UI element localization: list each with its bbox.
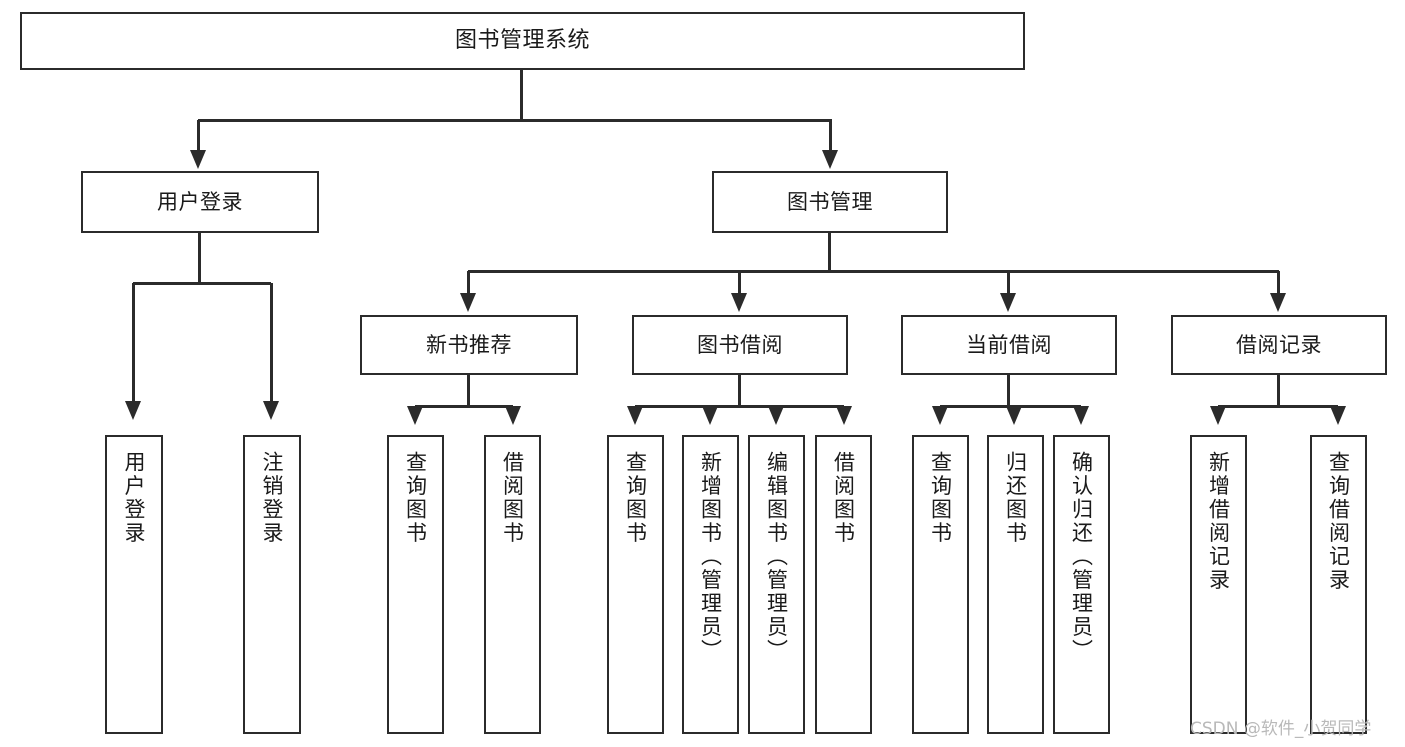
node-leaf-0-label: 用户登录 (122, 451, 147, 545)
node-leaf-12[interactable]: 查询借阅记录 (1310, 435, 1367, 734)
node-level3-2-label: 当前借阅 (966, 332, 1052, 357)
edge-g1-bus (415, 405, 513, 408)
arrowhead-icon-g4-0 (1210, 406, 1226, 425)
node-leaf-7[interactable]: 借阅图书 (815, 435, 872, 734)
node-leaf-3-label: 借阅图书 (500, 451, 525, 545)
node-level2-0-label: 用户登录 (157, 189, 243, 214)
edge-g1-stem (467, 375, 470, 408)
arrowhead-icon-root-0 (190, 150, 206, 169)
edge-root-bus (198, 119, 832, 122)
edge-root-drop-1 (829, 120, 832, 150)
node-leaf-2-label: 查询图书 (403, 451, 428, 545)
node-level2-0[interactable]: 用户登录 (81, 171, 319, 233)
node-leaf-8-label: 查询图书 (928, 451, 953, 545)
edge-g4-bus (1218, 405, 1338, 408)
arrowhead-icon-g2-1 (702, 406, 718, 425)
node-leaf-5[interactable]: 新增图书（管理员） (682, 435, 739, 734)
arrowhead-icon-login-1 (263, 401, 279, 420)
node-level3-0[interactable]: 新书推荐 (360, 315, 578, 375)
node-level2-1[interactable]: 图书管理 (712, 171, 948, 233)
edge-g3-stem (1007, 375, 1010, 408)
edge-login-drop-1 (270, 283, 273, 401)
edge-mgmt-drop-2 (1007, 271, 1010, 293)
node-level3-0-label: 新书推荐 (426, 332, 512, 357)
arrowhead-icon-root-1 (822, 150, 838, 169)
arrowhead-icon-g2-2 (768, 406, 784, 425)
node-leaf-12-label: 查询借阅记录 (1326, 451, 1351, 592)
node-level3-2[interactable]: 当前借阅 (901, 315, 1117, 375)
edge-mgmt-bus (468, 270, 1279, 273)
arrowhead-icon-mgmt-1 (731, 293, 747, 312)
arrowhead-icon-g3-1 (1006, 406, 1022, 425)
node-leaf-10[interactable]: 确认归还（管理员） (1053, 435, 1110, 734)
node-leaf-2[interactable]: 查询图书 (387, 435, 444, 734)
node-level3-1-label: 图书借阅 (697, 332, 783, 357)
node-leaf-9[interactable]: 归还图书 (987, 435, 1044, 734)
edge-g2-stem (738, 375, 741, 408)
node-leaf-7-label: 借阅图书 (831, 451, 856, 545)
arrowhead-icon-g2-3 (836, 406, 852, 425)
edge-root-stem (520, 70, 523, 122)
csdn-watermark: CSDN @软件_小贺同学 (1190, 719, 1372, 739)
node-root-label: 图书管理系统 (454, 28, 590, 54)
node-leaf-0[interactable]: 用户登录 (105, 435, 163, 734)
edge-login-stem (198, 233, 201, 285)
node-leaf-10-label: 确认归还（管理员） (1069, 451, 1094, 663)
arrowhead-icon-g4-1 (1330, 406, 1346, 425)
node-leaf-6[interactable]: 编辑图书（管理员） (748, 435, 805, 734)
node-leaf-4[interactable]: 查询图书 (607, 435, 664, 734)
edge-mgmt-drop-3 (1277, 271, 1280, 293)
arrowhead-icon-mgmt-2 (1000, 293, 1016, 312)
node-root[interactable]: 图书管理系统 (20, 12, 1025, 70)
arrowhead-icon-g3-0 (932, 406, 948, 425)
arrowhead-icon-g2-0 (627, 406, 643, 425)
edge-login-bus (133, 282, 271, 285)
node-leaf-4-label: 查询图书 (623, 451, 648, 545)
node-leaf-6-label: 编辑图书（管理员） (764, 451, 789, 663)
edge-mgmt-stem (828, 233, 831, 273)
arrowhead-icon-mgmt-3 (1270, 293, 1286, 312)
node-level3-3[interactable]: 借阅记录 (1171, 315, 1387, 375)
edge-login-drop-0 (132, 283, 135, 401)
arrowhead-icon-g3-2 (1073, 406, 1089, 425)
node-leaf-3[interactable]: 借阅图书 (484, 435, 541, 734)
arrowhead-icon-mgmt-0 (460, 293, 476, 312)
node-leaf-11-label: 新增借阅记录 (1206, 451, 1231, 592)
node-leaf-1-label: 注销登录 (260, 451, 285, 545)
node-leaf-8[interactable]: 查询图书 (912, 435, 969, 734)
arrowhead-icon-g1-0 (407, 406, 423, 425)
node-leaf-1[interactable]: 注销登录 (243, 435, 301, 734)
node-level3-3-label: 借阅记录 (1236, 332, 1322, 357)
node-level3-1[interactable]: 图书借阅 (632, 315, 848, 375)
edge-mgmt-drop-0 (467, 271, 470, 293)
edge-mgmt-drop-1 (738, 271, 741, 293)
edge-g2-bus (635, 405, 844, 408)
arrowhead-icon-login-0 (125, 401, 141, 420)
node-level2-1-label: 图书管理 (787, 189, 873, 214)
node-leaf-5-label: 新增图书（管理员） (698, 451, 723, 663)
node-leaf-11[interactable]: 新增借阅记录 (1190, 435, 1247, 734)
node-leaf-9-label: 归还图书 (1003, 451, 1028, 545)
edge-g4-stem (1277, 375, 1280, 408)
arrowhead-icon-g1-1 (505, 406, 521, 425)
edge-root-drop-0 (197, 120, 200, 150)
